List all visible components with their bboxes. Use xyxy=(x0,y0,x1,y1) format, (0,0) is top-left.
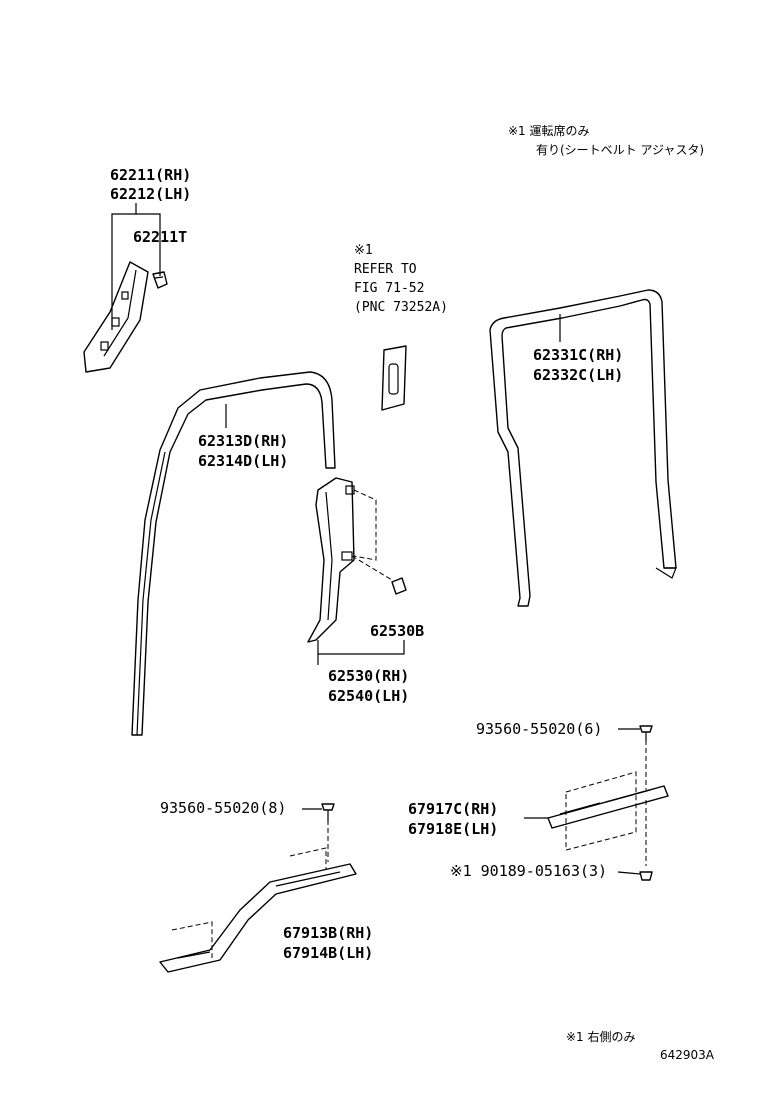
reference-line2: FIG 71-52 xyxy=(354,281,425,296)
label-62314d-lh: 62314D(LH) xyxy=(198,452,289,470)
door-opening-trim-front xyxy=(131,371,336,736)
label-62530b: 62530B xyxy=(370,622,425,640)
top-note-line2: 有り(シートベルト アジャスタ) xyxy=(536,143,705,157)
label-62331c-rh: 62331C(RH) xyxy=(533,346,624,364)
label-62313d-rh: 62313D(RH) xyxy=(198,432,289,450)
seatbelt-adjuster-cover xyxy=(381,345,407,411)
leader-lines xyxy=(111,203,641,875)
label-62530-rh: 62530(RH) xyxy=(328,667,410,685)
label-67914b-lh: 67914B(LH) xyxy=(283,944,374,962)
door-opening-trim-rear xyxy=(489,289,677,607)
center-pillar-garnish xyxy=(307,477,393,643)
screw-93560-6 xyxy=(639,725,653,742)
figure-code: 642903A xyxy=(660,1048,715,1062)
label-93560-8: 93560-55020(8) xyxy=(160,799,287,817)
scuff-plate-rear xyxy=(547,740,669,866)
label-62212-lh: 62212(LH) xyxy=(110,185,192,203)
scuff-plate-front xyxy=(159,820,357,973)
label-67918e-lh: 67918E(LH) xyxy=(408,820,499,838)
reference-line3: (PNC 73252A) xyxy=(354,300,448,315)
top-note-line1: ※1 運転席のみ xyxy=(508,124,590,138)
screw-90189 xyxy=(639,871,653,881)
reference-mark: ※1 xyxy=(354,243,373,258)
label-62211t: 62211T xyxy=(133,228,188,246)
label-67913b-rh: 67913B(RH) xyxy=(283,924,374,942)
label-90189-3: ※1 90189-05163(3) xyxy=(450,862,608,880)
screw-93560-8 xyxy=(321,803,335,822)
label-67917c-rh: 67917C(RH) xyxy=(408,800,499,818)
a-pillar-garnish xyxy=(83,261,149,373)
clip-62530b xyxy=(391,577,407,595)
label-93560-6: 93560-55020(6) xyxy=(476,720,603,738)
bottom-note: ※1 右側のみ xyxy=(566,1030,636,1044)
label-62332c-lh: 62332C(LH) xyxy=(533,366,624,384)
label-62211-rh: 62211(RH) xyxy=(110,166,192,184)
label-62540-lh: 62540(LH) xyxy=(328,687,410,705)
reference-line1: REFER TO xyxy=(354,262,417,277)
